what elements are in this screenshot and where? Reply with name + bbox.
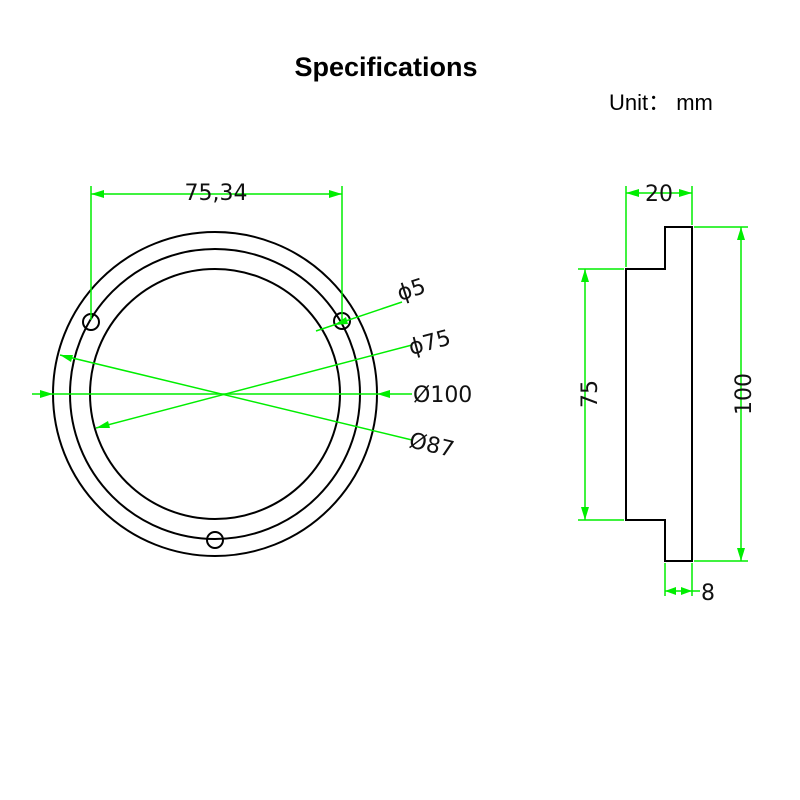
side-view [625, 226, 693, 562]
unit-label: Unit： mm [609, 90, 713, 115]
flange-arrow-right [681, 587, 692, 595]
hole-spacing-arrow-left [91, 190, 104, 198]
mount-hole-bottom [206, 531, 224, 549]
hole-spacing-label: 75,34 [185, 181, 248, 206]
pitch-diameter-arrow [60, 355, 73, 362]
inner-height-arrow-bottom [581, 507, 589, 520]
front-dimension-labels: 75,34 ϕ5 ϕ75 Ø100 Ø87 [185, 181, 473, 463]
inner-height-arrow-top [581, 269, 589, 282]
outer-height-arrow-top [737, 227, 745, 240]
outer-diameter-label: Ø100 [413, 383, 472, 408]
thickness-label: 20 [645, 182, 673, 207]
hole-spacing-arrow-right [329, 190, 342, 198]
inner-height-label: 75 [578, 380, 603, 408]
thickness-arrow-right [679, 189, 692, 197]
front-dimensions [32, 186, 413, 441]
inner-diameter-arrow [96, 421, 110, 428]
pitch-diameter-label: Ø87 [407, 428, 457, 463]
hole-diameter-arrow [334, 317, 348, 325]
page-title: Specifications [294, 52, 478, 82]
outer-diameter-arrow-left [40, 390, 53, 398]
side-dimension-labels: 20 75 100 8 [578, 182, 757, 606]
inner-diameter-leader [95, 344, 413, 429]
side-dimensions [578, 186, 748, 596]
outer-height-arrow-bottom [737, 548, 745, 561]
flange-arrow-left [665, 587, 676, 595]
flange-thickness-label: 8 [701, 581, 715, 606]
inner-diameter-label: ϕ75 [406, 326, 454, 361]
outer-height-label: 100 [732, 373, 757, 415]
hole-diameter-leader [315, 301, 403, 332]
hole-diameter-label: ϕ5 [394, 274, 429, 307]
outer-diameter-arrow-right [377, 390, 390, 398]
pitch-diameter-leader [59, 354, 413, 441]
thickness-arrow-left [626, 189, 639, 197]
side-profile [625, 226, 693, 562]
